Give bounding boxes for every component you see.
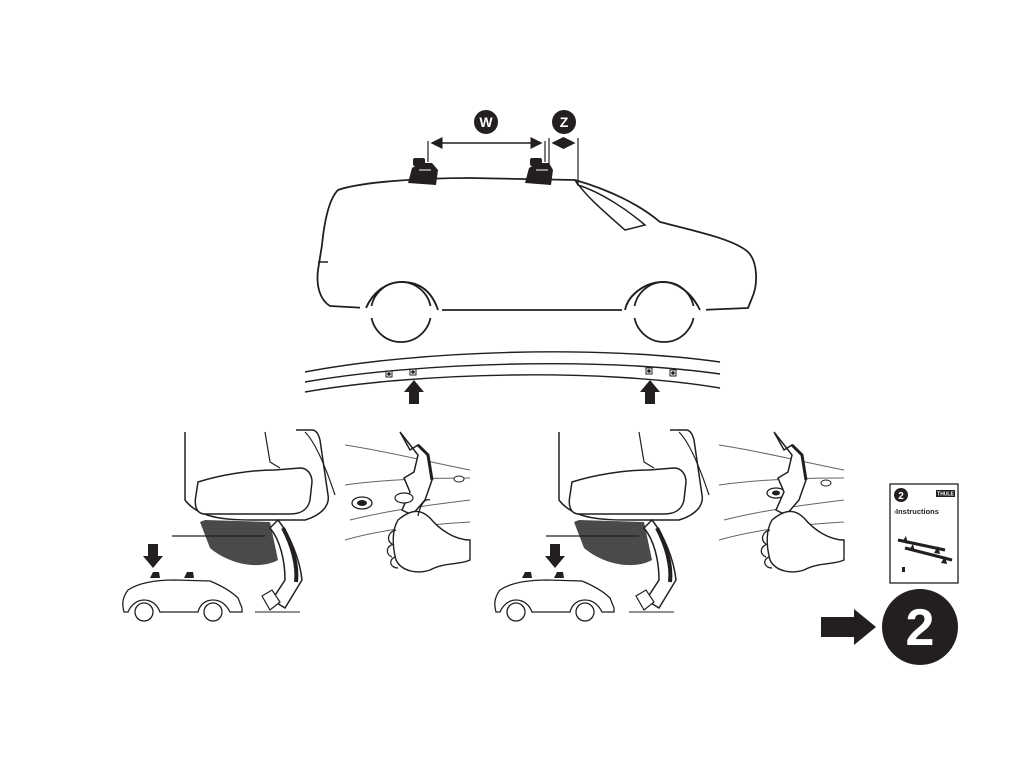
booklet-brand: THULE [937,492,954,498]
next-step-badge [882,589,958,665]
w-dimension: W [427,110,546,162]
rail-fixing-point [385,367,677,378]
next-step-number: 2 [906,599,935,657]
w-badge [474,110,498,134]
up-arrow-icon [640,380,660,404]
booklet-step-badge [894,488,908,502]
detail-right-hand-bracket [718,431,845,573]
main-car [316,177,757,343]
detail-left-hand-bracket [344,431,471,573]
detail-left-foot-closeup [172,429,336,613]
detail-right-foot-closeup [546,429,710,613]
svg-text:›: › [894,509,897,516]
z-dimension: Z [548,110,579,185]
w-label: W [479,114,493,130]
roof-foot-front [525,158,553,185]
instruction-booklet-thumbnail: 2 THULE Instructions › [889,483,959,584]
booklet-title: Instructions [896,507,939,516]
small-car-left [122,544,243,622]
roof-foot-rear [408,158,438,185]
next-step-indicator[interactable]: 2 [821,589,958,665]
down-arrow-icon [143,544,163,568]
small-car-right [494,544,615,622]
up-arrow-icon [404,380,424,404]
right-arrow-icon [821,609,876,645]
roof-rail-detail [304,351,721,404]
z-badge [552,110,576,134]
booklet-brand-tag [936,490,955,497]
down-arrow-icon [545,544,565,568]
booklet-step-number: 2 [898,491,904,502]
z-label: Z [560,114,569,130]
